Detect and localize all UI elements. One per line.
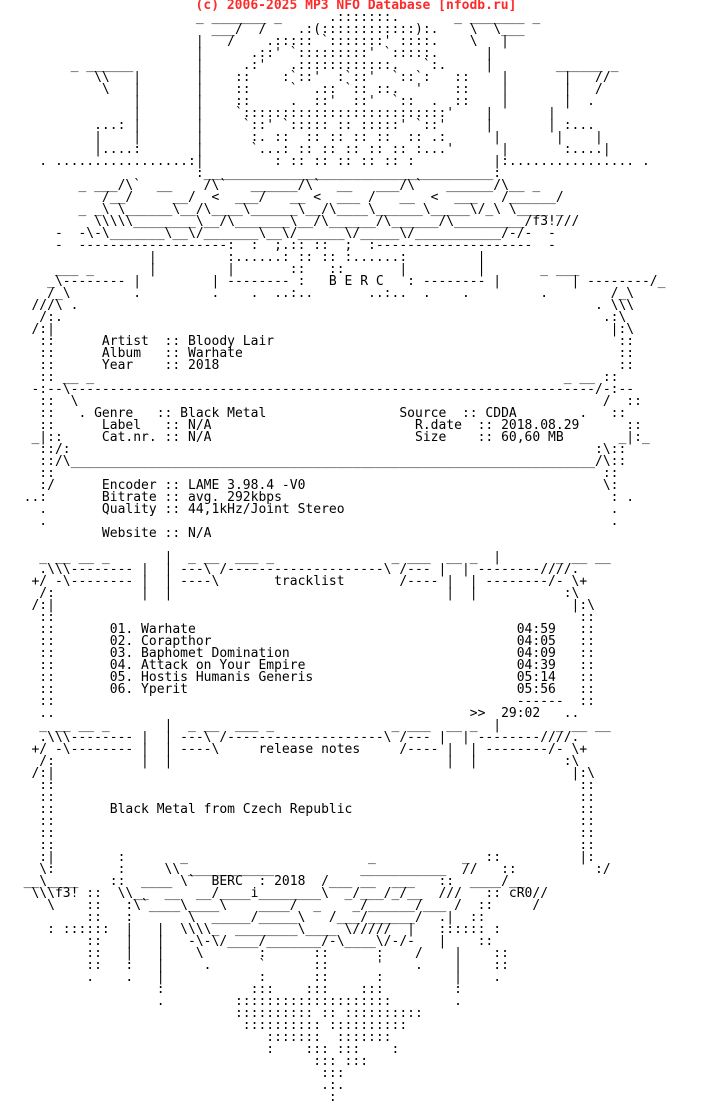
site-header: (c) 2006-2025 MP3 NFO Database [nfodb.ru… <box>195 0 517 13</box>
nfo-ascii-document: _ _______ _ .:::::::. _ _______ _ ___/ /… <box>23 10 666 1105</box>
